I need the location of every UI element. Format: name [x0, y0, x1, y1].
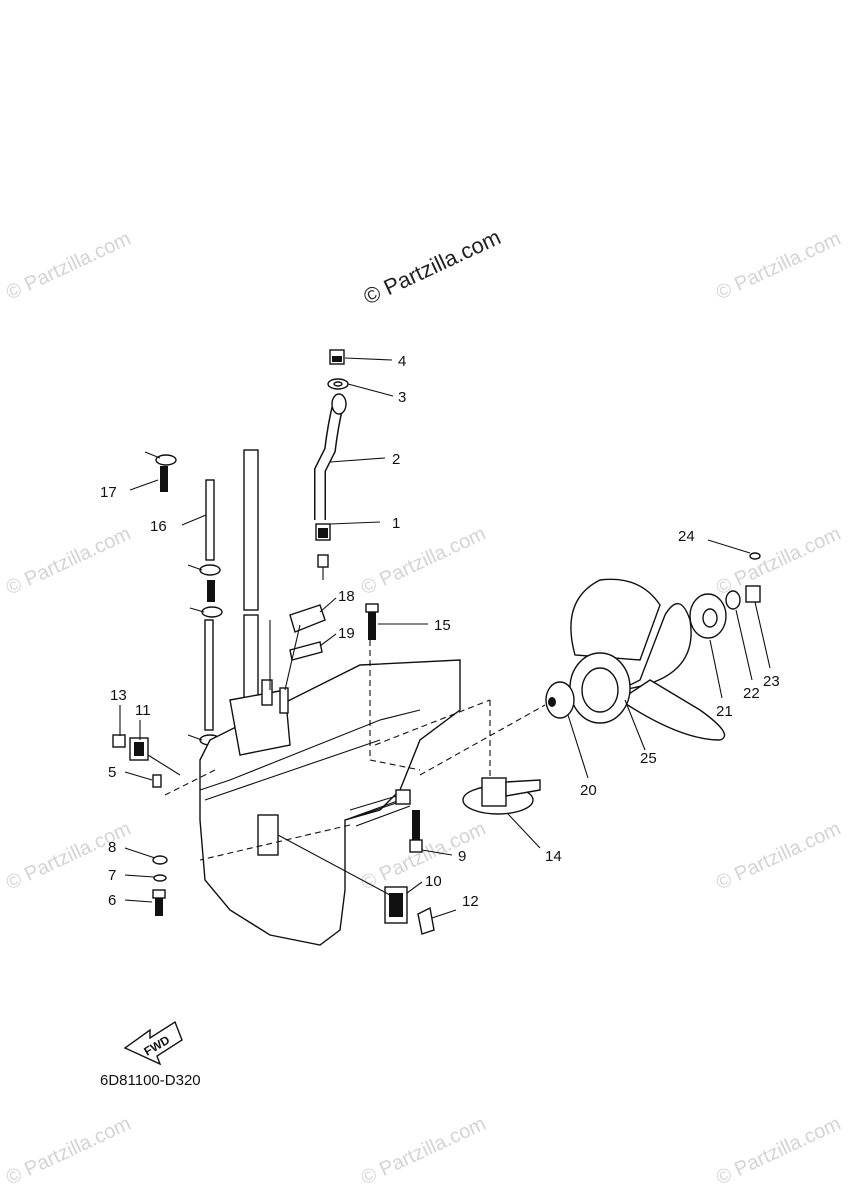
watermark: © Partzilla.com — [3, 1113, 134, 1190]
lower-casing — [164, 640, 546, 946]
watermark: © Partzilla.com — [358, 1113, 489, 1190]
callout-5[interactable]: 5 — [108, 764, 116, 781]
watermark: © Partzilla.com — [713, 523, 844, 600]
callout-12[interactable]: 12 — [462, 893, 479, 910]
callout-23[interactable]: 23 — [763, 673, 780, 690]
callout-17[interactable]: 17 — [100, 484, 117, 501]
watermark: © Partzilla.com — [713, 818, 844, 895]
callout-25[interactable]: 25 — [640, 750, 657, 767]
trim-tab-anode — [462, 777, 541, 815]
callout-14[interactable]: 14 — [545, 848, 562, 865]
water-hose-assembly — [144, 393, 259, 746]
callout-21[interactable]: 21 — [716, 703, 733, 720]
callout-6[interactable]: 6 — [108, 892, 116, 909]
callout-13[interactable]: 13 — [110, 687, 127, 704]
callout-16[interactable]: 16 — [150, 518, 167, 535]
callout-2[interactable]: 2 — [392, 451, 400, 468]
callout-9[interactable]: 9 — [458, 848, 466, 865]
watermark: © Partzilla.com — [713, 1113, 844, 1190]
forward-arrow-icon: FWD — [123, 1020, 183, 1066]
callout-18[interactable]: 18 — [338, 588, 355, 605]
diagram-code: 6D81100-D320 — [100, 1072, 201, 1089]
hardware — [112, 603, 457, 935]
callout-24[interactable]: 24 — [678, 528, 695, 545]
watermark: © Partzilla.com — [358, 523, 489, 600]
callout-3[interactable]: 3 — [398, 389, 406, 406]
watermark: © Partzilla.com — [713, 228, 844, 305]
callout-1[interactable]: 1 — [392, 515, 400, 532]
leader-lines — [119, 357, 771, 903]
callout-20[interactable]: 20 — [580, 782, 597, 799]
callout-8[interactable]: 8 — [108, 839, 116, 856]
watermark: © Partzilla.com — [358, 818, 489, 895]
callout-7[interactable]: 7 — [108, 867, 116, 884]
watermark-main: © Partzilla.com — [360, 224, 505, 309]
callout-19[interactable]: 19 — [338, 625, 355, 642]
callout-11[interactable]: 11 — [135, 702, 151, 719]
callout-22[interactable]: 22 — [743, 685, 760, 702]
watermark: © Partzilla.com — [3, 523, 134, 600]
callout-labels: 1 2 3 4 5 6 7 8 9 10 11 12 13 14 15 16 1… — [100, 353, 780, 910]
callout-15[interactable]: 15 — [434, 617, 451, 634]
watermark: © Partzilla.com — [3, 228, 134, 305]
callout-10[interactable]: 10 — [425, 873, 442, 890]
propeller-assembly — [545, 552, 761, 741]
callout-4[interactable]: 4 — [398, 353, 406, 370]
water-pipe-assembly — [314, 349, 349, 580]
